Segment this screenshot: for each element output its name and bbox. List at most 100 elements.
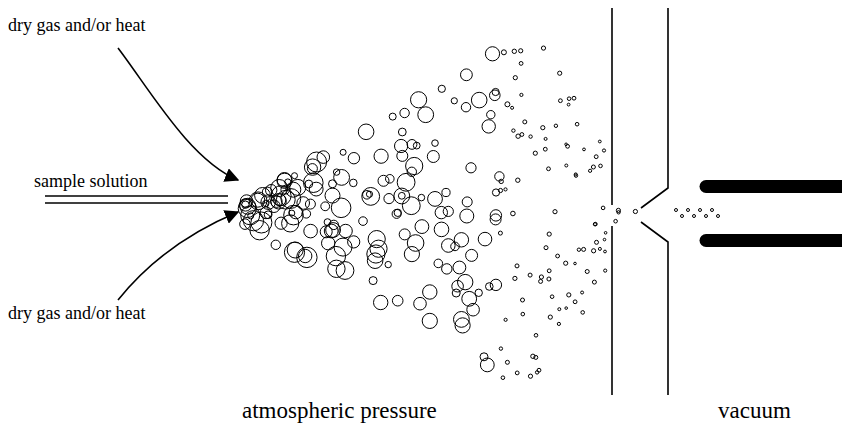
droplet xyxy=(492,189,499,196)
droplet xyxy=(374,295,388,309)
droplet xyxy=(633,209,637,213)
droplet xyxy=(585,270,589,274)
skimmer xyxy=(641,222,668,395)
droplet xyxy=(451,98,457,104)
droplet xyxy=(418,194,425,201)
droplet xyxy=(240,219,251,230)
droplet xyxy=(544,246,548,250)
droplet xyxy=(521,298,525,302)
droplet xyxy=(374,149,388,163)
droplet xyxy=(583,148,586,151)
label: dry gas and/or heat xyxy=(8,304,145,324)
droplet xyxy=(432,140,439,147)
droplet xyxy=(348,153,359,164)
droplet xyxy=(404,247,419,262)
droplet xyxy=(369,277,377,285)
droplet xyxy=(614,219,618,223)
plate xyxy=(611,226,613,395)
droplet xyxy=(461,69,473,81)
droplet xyxy=(582,247,586,251)
droplet xyxy=(594,222,598,226)
droplet xyxy=(411,92,427,108)
droplet xyxy=(399,229,410,240)
ion xyxy=(699,209,702,212)
droplet xyxy=(321,202,330,211)
droplet xyxy=(598,140,601,143)
droplet xyxy=(577,248,580,251)
droplet xyxy=(529,135,532,138)
droplet xyxy=(385,261,391,267)
droplet xyxy=(513,276,517,280)
droplet xyxy=(604,269,607,272)
droplet xyxy=(604,232,607,235)
droplet xyxy=(603,238,606,241)
ion xyxy=(705,215,708,218)
droplet xyxy=(515,264,519,268)
droplet xyxy=(363,191,372,200)
droplet xyxy=(565,307,568,310)
droplet xyxy=(289,205,302,218)
droplet xyxy=(322,237,335,250)
droplet xyxy=(389,113,396,120)
droplet xyxy=(480,358,494,372)
droplet xyxy=(533,151,537,155)
droplet xyxy=(574,174,577,177)
droplet xyxy=(498,231,502,235)
droplet xyxy=(458,274,473,289)
droplet xyxy=(284,242,304,262)
droplet xyxy=(415,220,429,234)
droplet xyxy=(414,297,427,310)
droplet xyxy=(339,224,352,237)
droplet xyxy=(554,124,557,127)
droplet xyxy=(438,85,445,92)
droplet xyxy=(490,210,501,221)
droplet xyxy=(302,210,311,219)
label: vacuum xyxy=(718,398,791,423)
droplet xyxy=(504,188,507,191)
droplet xyxy=(592,280,596,284)
droplet xyxy=(428,192,443,207)
droplet xyxy=(589,169,592,172)
droplet xyxy=(331,198,351,218)
droplet xyxy=(501,376,505,380)
droplet xyxy=(271,240,280,249)
droplet xyxy=(324,224,338,238)
droplet xyxy=(487,111,495,119)
droplet xyxy=(422,313,437,328)
droplet xyxy=(499,179,503,183)
droplet xyxy=(442,188,450,196)
droplet xyxy=(271,196,283,208)
droplet xyxy=(581,291,584,294)
droplet xyxy=(544,137,547,140)
droplet xyxy=(287,242,303,258)
droplet xyxy=(358,124,374,140)
droplet xyxy=(543,147,547,151)
droplet xyxy=(492,88,499,95)
skimmer xyxy=(641,8,668,208)
droplet xyxy=(275,217,287,229)
droplet xyxy=(395,139,408,152)
droplet xyxy=(242,201,249,208)
droplet xyxy=(547,167,551,171)
droplet xyxy=(453,261,466,274)
droplet xyxy=(277,173,292,188)
droplet xyxy=(564,261,568,265)
droplet xyxy=(423,285,437,299)
plate xyxy=(611,8,613,205)
droplet xyxy=(362,188,380,206)
droplet xyxy=(334,170,350,186)
droplet xyxy=(539,275,543,279)
droplet xyxy=(462,291,477,306)
droplet xyxy=(520,133,524,137)
droplet xyxy=(592,249,596,253)
droplet xyxy=(460,209,474,223)
inlet-tube xyxy=(700,234,842,247)
droplet xyxy=(541,126,545,130)
ion xyxy=(693,215,696,218)
droplet xyxy=(413,142,420,149)
droplet xyxy=(512,129,515,132)
droplet xyxy=(378,175,389,186)
droplet xyxy=(512,49,516,53)
droplet xyxy=(471,92,487,108)
